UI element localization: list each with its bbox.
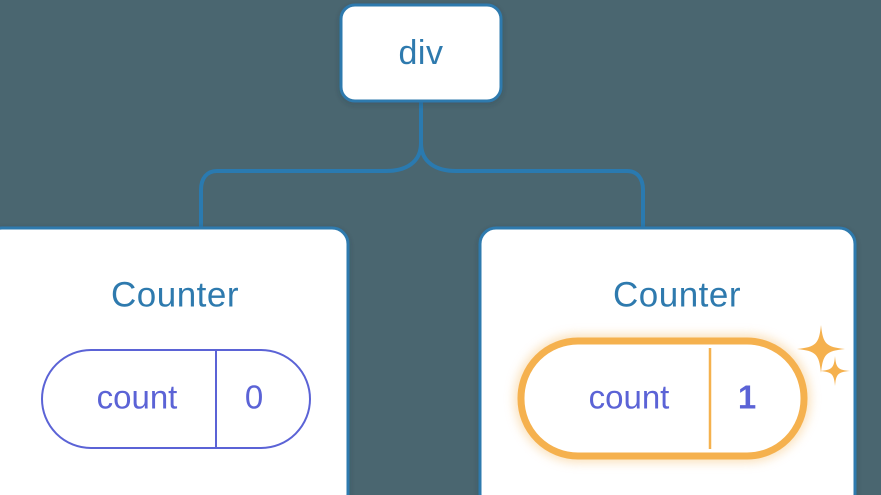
state-pill-right-value: 1 — [738, 379, 756, 416]
counter-node-left-title: Counter — [111, 275, 239, 314]
div-node[interactable]: div — [339, 3, 503, 103]
div-node-label: div — [399, 34, 444, 72]
connector-branch-right — [419, 141, 645, 230]
sparkle-icon-small — [820, 356, 850, 386]
state-pill-right[interactable]: count 1 — [514, 334, 811, 463]
state-pill-right-key: count — [589, 379, 670, 416]
counter-node-left[interactable]: Counter count 0 — [0, 226, 350, 495]
state-pill-left[interactable]: count 0 — [41, 349, 311, 449]
connector-group — [199, 98, 645, 230]
sparkle-group — [797, 325, 850, 386]
sparkle-icon-large — [797, 325, 845, 373]
div-node-box[interactable] — [339, 3, 503, 103]
connector-branch-left — [199, 141, 423, 230]
state-pill-left-outline[interactable] — [41, 349, 311, 449]
counter-node-right[interactable]: Counter count 1 — [478, 226, 857, 495]
counter-node-right-title: Counter — [613, 275, 741, 314]
state-pill-left-key: count — [97, 379, 178, 416]
state-pill-right-outline[interactable] — [517, 337, 808, 460]
state-pill-left-value: 0 — [245, 379, 263, 416]
